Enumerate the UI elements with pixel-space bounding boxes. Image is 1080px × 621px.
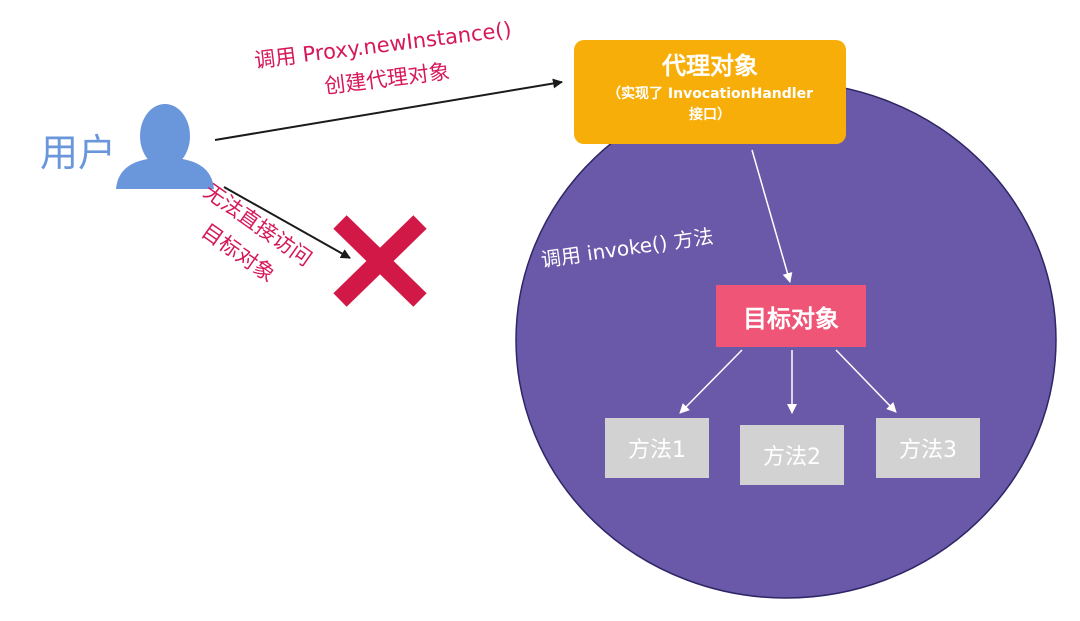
user-label: 用户 [40,131,117,175]
proxy-object-subtitle-line1: （实现了 InvocationHandler [607,86,813,102]
method-3-box: 方法3 [876,418,980,478]
proxy-to-target-arrow [751,149,793,283]
target-to-method1-arrow [679,349,743,414]
method-1-box: 方法1 [605,418,709,478]
target-to-method3-arrow [835,349,897,413]
proxy-object-title: 代理对象 [662,52,758,80]
user-icon [116,104,214,189]
target-object-box: 目标对象 [716,285,866,347]
user-to-proxy-arrow [214,78,563,141]
cross-icon [333,215,427,307]
proxy-object-subtitle-line2: 接口） [689,107,731,123]
user-to-target-blocked-arrow [223,186,351,259]
proxy-object-box: 代理对象 （实现了 InvocationHandler 接口） [574,40,846,144]
method-2-box: 方法2 [740,425,844,485]
